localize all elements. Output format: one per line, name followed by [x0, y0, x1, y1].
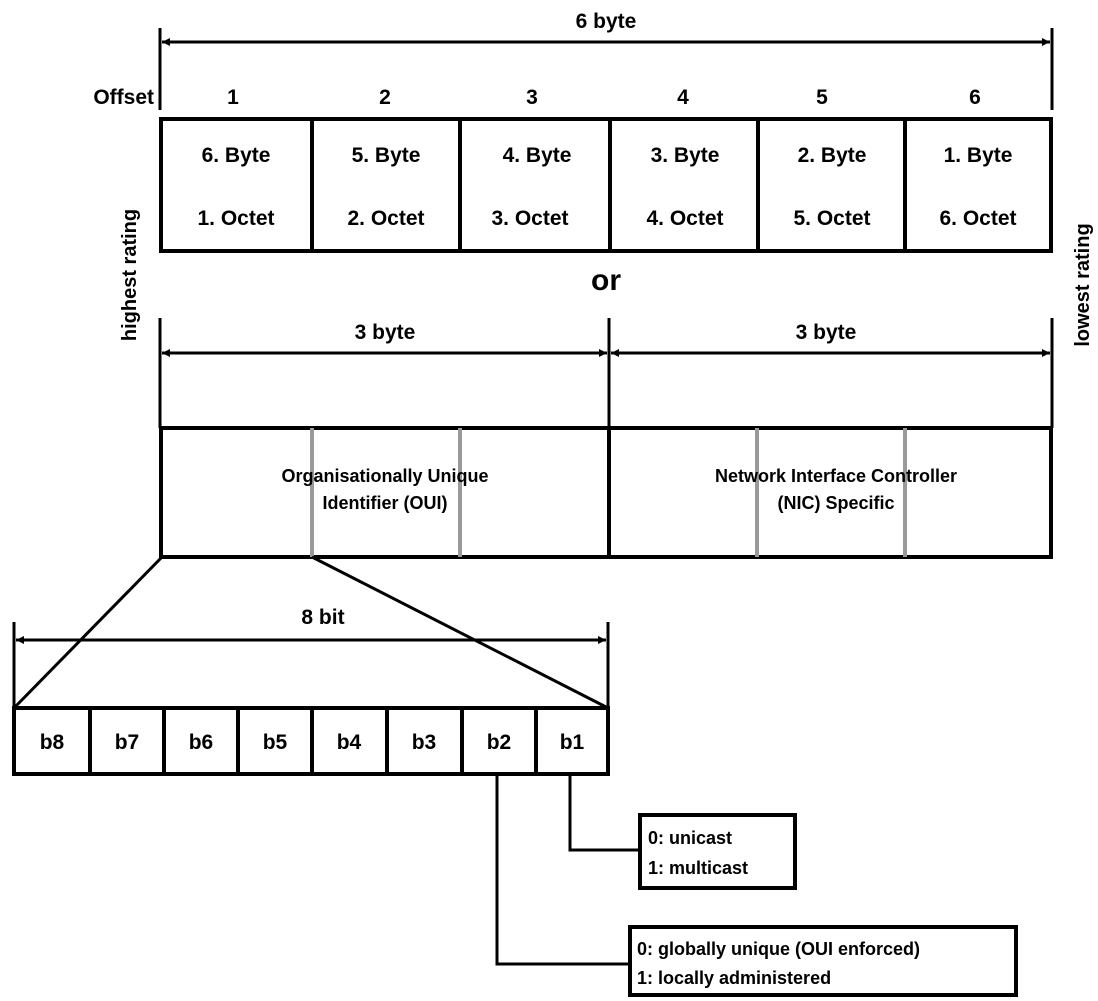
bit-b8: b8 [40, 731, 65, 754]
nic-label-line1: Network Interface Controller [715, 466, 957, 486]
b2-note-line1: 0: globally unique (OUI enforced) [637, 939, 920, 959]
byte-cell-6: 1. Byte [944, 144, 1013, 167]
offset-3: 3 [526, 86, 538, 109]
oui-label-line1: Organisationally Unique [281, 466, 488, 486]
b1-note-line2: 1: multicast [648, 858, 748, 878]
bit-b1: b1 [560, 731, 585, 754]
octet-cell-5: 5. Octet [793, 207, 870, 230]
highest-rating-label: highest rating [119, 209, 141, 341]
zoom-line-left [12, 555, 164, 710]
octet-cell-1: 1. Octet [197, 207, 274, 230]
byte-cell-1: 6. Byte [202, 144, 271, 167]
offset-4: 4 [677, 86, 689, 109]
offset-row: Offset 1 2 3 4 5 6 [93, 86, 981, 109]
bit-b7: b7 [115, 731, 140, 754]
bit-b2: b2 [487, 731, 512, 754]
b2-leader-line [495, 774, 630, 966]
b1-note-box: 0: unicast 1: multicast [638, 813, 797, 890]
byte-cell-3: 4. Byte [503, 144, 572, 167]
leader-lines [495, 774, 640, 966]
b2-note-box: 0: globally unique (OUI enforced) 1: loc… [628, 925, 1018, 997]
b1-leader-line [568, 774, 640, 852]
offset-label: Offset [93, 86, 154, 109]
b1-note-line1: 0: unicast [648, 828, 732, 848]
byte-cell-5: 2. Byte [798, 144, 867, 167]
bit-b4: b4 [337, 731, 362, 754]
offset-2: 2 [379, 86, 391, 109]
oui-width-label: 3 byte [355, 321, 416, 344]
bit-b3: b3 [412, 731, 437, 754]
three-byte-dimensions: 3 byte 3 byte [158, 318, 1054, 428]
octet-cell-6: 6. Octet [939, 207, 1016, 230]
bit-b6: b6 [189, 731, 214, 754]
offset-1: 1 [227, 86, 239, 109]
six-byte-label: 6 byte [576, 10, 637, 33]
bit-b5: b5 [263, 731, 288, 754]
lowest-rating-label: lowest rating [1072, 223, 1094, 346]
oui-nic-table-frame [159, 426, 1053, 559]
bit-table: b8 b7 b6 b5 b4 b3 b2 b1 [12, 706, 610, 776]
zoom-lines [12, 555, 609, 710]
octet-cell-3: 3. Octet [491, 207, 568, 230]
byte-cell-2: 5. Byte [352, 144, 421, 167]
oui-nic-table: Organisationally Unique Identifier (OUI)… [159, 426, 1053, 559]
b1-note-frame [638, 813, 797, 890]
b2-note-frame [628, 925, 1018, 997]
nic-width-label: 3 byte [796, 321, 857, 344]
or-label: or [591, 264, 621, 297]
nic-label-line2: (NIC) Specific [777, 493, 894, 513]
offset-5: 5 [816, 86, 828, 109]
six-byte-table-frame [159, 117, 1053, 253]
eight-bit-dimension: 8 bit [12, 606, 610, 708]
eight-bit-label: 8 bit [301, 606, 344, 629]
octet-cell-4: 4. Octet [646, 207, 723, 230]
octet-cell-2: 2. Octet [347, 207, 424, 230]
oui-label-line2: Identifier (OUI) [323, 493, 448, 513]
b2-note-line2: 1: locally administered [637, 968, 831, 988]
offset-6: 6 [969, 86, 981, 109]
byte-cell-4: 3. Byte [651, 144, 720, 167]
zoom-line-right [311, 555, 609, 710]
six-byte-dimension: 6 byte [158, 10, 1054, 110]
six-byte-table: 6. Byte 5. Byte 4. Byte 3. Byte 2. Byte … [159, 117, 1053, 253]
